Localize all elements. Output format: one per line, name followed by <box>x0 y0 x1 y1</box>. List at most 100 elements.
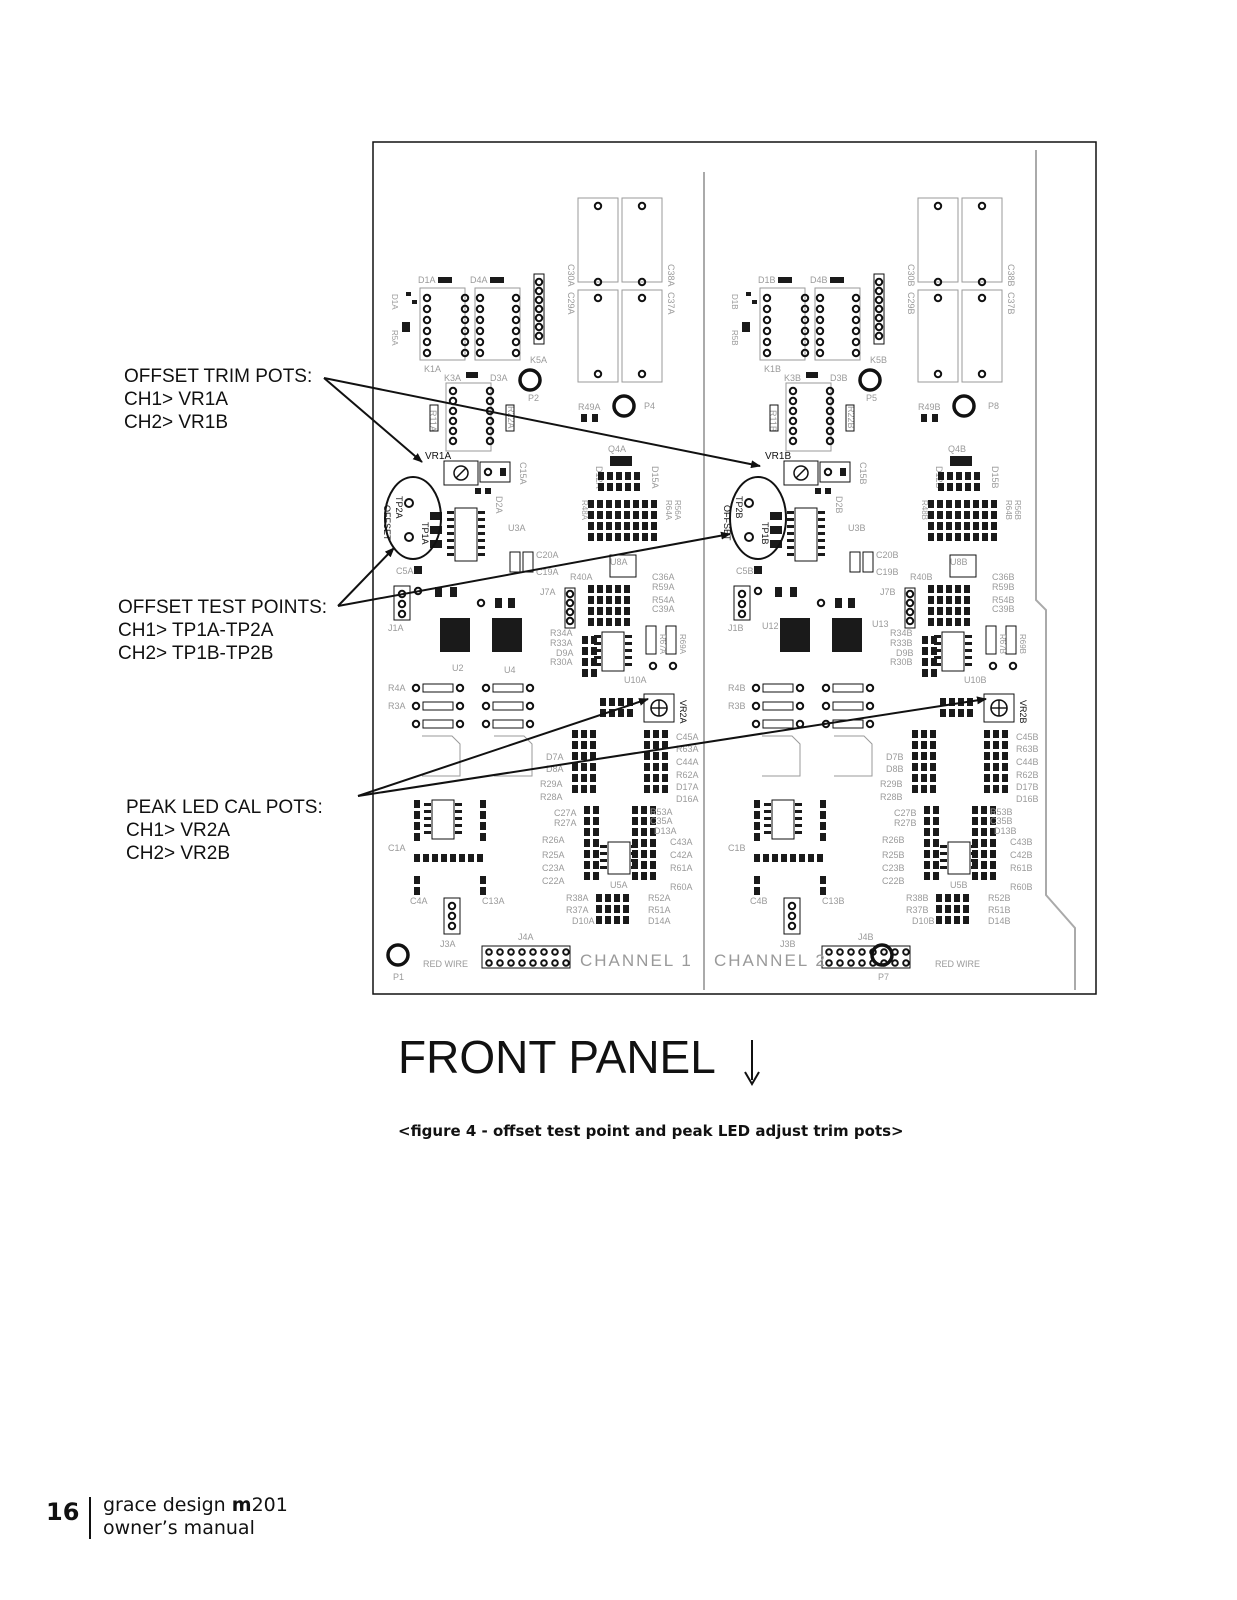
component-label: R56A <box>673 500 682 521</box>
smd-pad <box>455 817 462 820</box>
smd-pad <box>973 522 979 530</box>
pin-pad <box>518 948 526 956</box>
smd-pad <box>581 414 587 422</box>
component-label: R49A <box>578 402 601 412</box>
smd-pad <box>478 546 485 549</box>
pin-pad <box>518 959 526 967</box>
smd-pad <box>591 658 597 666</box>
smd-pad <box>402 322 410 332</box>
component-outline <box>819 461 851 483</box>
pin-pad <box>815 348 825 358</box>
callout-ch2: CH2> VR1B <box>124 412 229 433</box>
pin-pad <box>422 326 432 336</box>
smd-pad <box>958 709 964 717</box>
smd-pad <box>606 607 612 615</box>
smd-pad <box>653 763 659 771</box>
smd-pad <box>478 553 485 556</box>
smd-pad <box>606 585 612 593</box>
smd-pad <box>991 533 997 541</box>
pin-pad <box>648 661 658 671</box>
smd-pad <box>590 785 596 793</box>
callout-title: PEAK LED CAL POTS: <box>126 797 323 818</box>
component-label: D7A <box>546 752 564 762</box>
callout-title: OFFSET TEST POINTS: <box>118 597 328 618</box>
component-label: R11B <box>768 410 778 432</box>
pin-pad <box>511 326 521 336</box>
leader-offset-test-ch1 <box>337 547 395 607</box>
component-label: R33B <box>890 638 913 648</box>
smd-pad <box>508 598 515 608</box>
smd-pad <box>991 522 997 530</box>
component-label: OFFSET <box>382 505 392 541</box>
component-label: R51A <box>648 905 671 915</box>
component-label: C39B <box>992 604 1015 614</box>
smd-pad <box>584 861 590 869</box>
smd-pad <box>572 752 578 760</box>
smd-pad <box>480 800 486 808</box>
pin-pad <box>825 426 835 436</box>
pin-pad <box>851 315 861 325</box>
smd-pad <box>964 533 970 541</box>
pin-pad <box>874 304 884 314</box>
smd-pad <box>447 546 454 549</box>
smd-pad <box>754 822 760 830</box>
smd-pad <box>605 916 611 924</box>
smd-pad <box>662 785 668 793</box>
pin-pad <box>874 286 884 296</box>
pin-pad <box>858 959 866 967</box>
smd-pad <box>466 372 478 378</box>
pin-pad <box>825 396 835 406</box>
pin-pad <box>800 348 810 358</box>
smd-pad <box>848 598 855 608</box>
smd-pad <box>940 845 947 848</box>
smd-pad <box>447 532 454 535</box>
smd-pad <box>414 833 420 841</box>
smd-pad <box>955 596 961 604</box>
smd-pad <box>662 763 668 771</box>
smd-pad <box>607 483 613 491</box>
callout-ch1: CH1> VR1A <box>124 389 229 410</box>
smd-pad <box>1002 763 1008 771</box>
component-outline <box>533 273 545 345</box>
component-outline <box>961 289 1003 383</box>
component-outline <box>733 585 751 621</box>
offset-test-points-oval-ch1 <box>384 476 442 560</box>
smd-pad <box>938 472 944 480</box>
smd-pad <box>480 833 486 841</box>
smd-pad <box>625 635 632 638</box>
smd-pad <box>921 752 927 760</box>
smd-pad <box>475 488 481 494</box>
smd-pad <box>965 642 972 645</box>
pin-pad <box>825 386 835 396</box>
component-label: R63B <box>1016 744 1039 754</box>
component-label: P5 <box>866 393 877 403</box>
component-outline <box>443 460 479 486</box>
smd-pad <box>441 854 447 862</box>
smd-pad <box>600 859 607 862</box>
smd-pad <box>984 730 990 738</box>
footer-brand-num: 201 <box>251 1494 288 1516</box>
pin-pad <box>511 293 521 303</box>
smd-pad <box>787 518 794 521</box>
component-label: J1B <box>728 623 744 633</box>
smd-pad <box>764 824 771 827</box>
offset-test-points-oval-ch2 <box>729 476 787 560</box>
component-outline <box>832 683 864 693</box>
pin-pad <box>905 589 915 599</box>
pin-pad <box>865 683 875 693</box>
smd-pad <box>946 522 952 530</box>
smd-pad <box>447 539 454 542</box>
pin-pad <box>825 436 835 446</box>
smd-pad <box>955 607 961 615</box>
smd-pad <box>588 618 594 626</box>
smd-pad <box>981 817 987 825</box>
pin-pad <box>851 293 861 303</box>
smd-pad <box>947 483 953 491</box>
pin-pad <box>540 948 548 956</box>
smd-pad <box>432 854 438 862</box>
smd-pad <box>606 596 612 604</box>
pin-pad <box>447 901 457 911</box>
smd-pad <box>641 850 647 858</box>
smd-pad <box>770 512 782 520</box>
component-label: R62B <box>1016 770 1039 780</box>
